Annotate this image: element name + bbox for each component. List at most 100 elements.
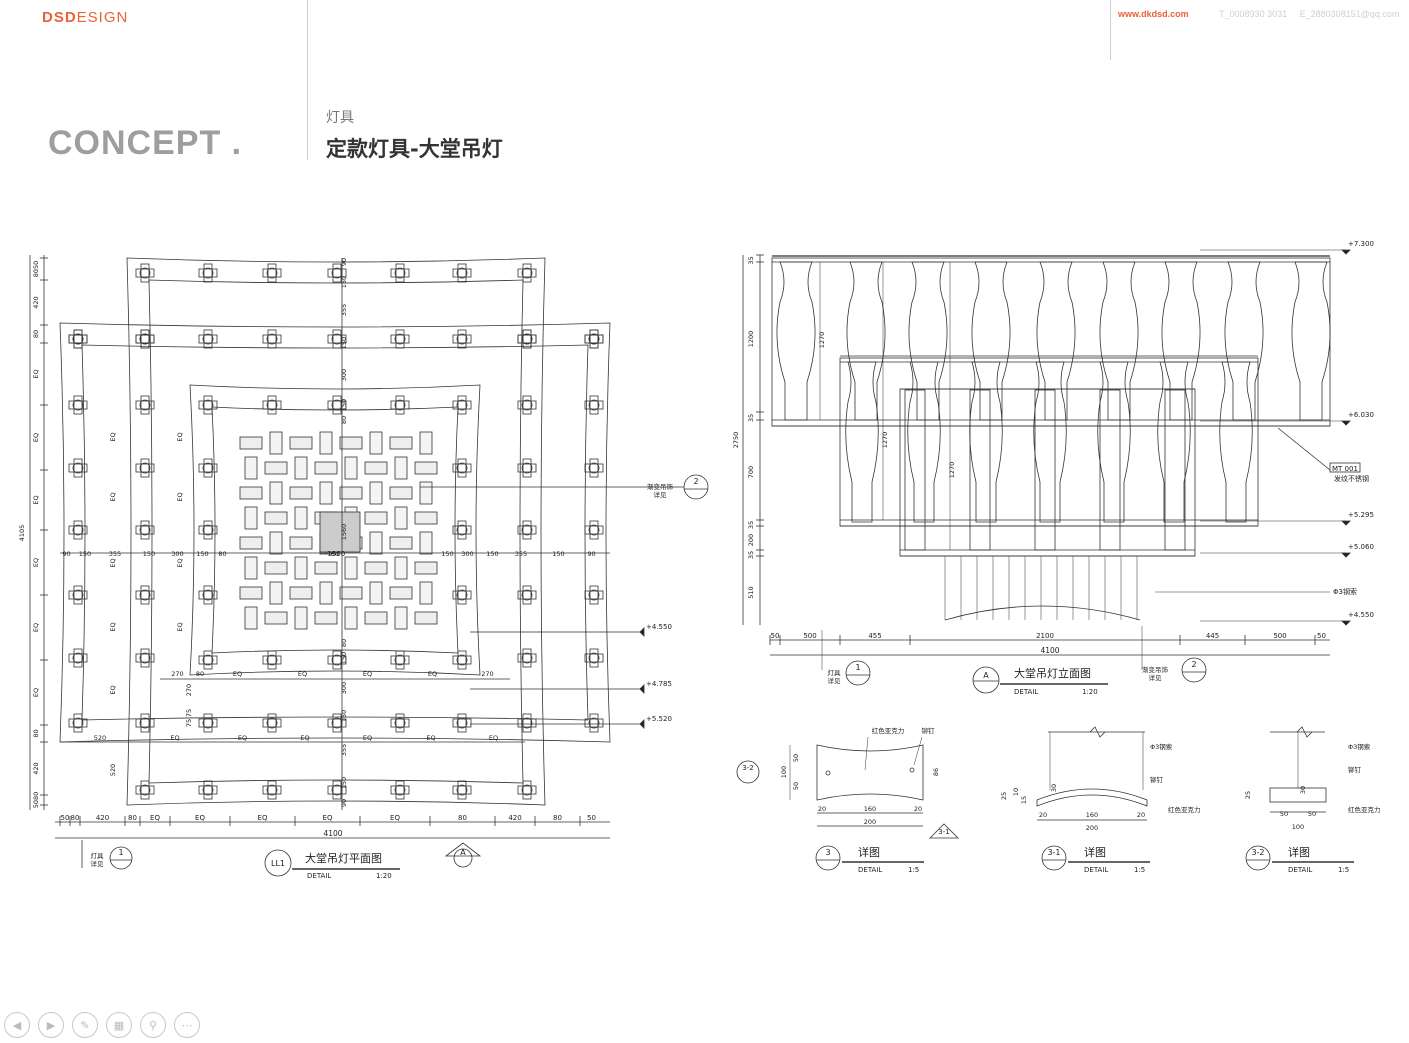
level-marker (639, 719, 645, 729)
lamp-node (452, 650, 472, 670)
plan-vert-dim: 1560 (340, 524, 348, 541)
lamp-arm (135, 525, 155, 535)
plan-side-dim: EQ (109, 492, 117, 501)
lattice-tile (289, 586, 313, 600)
lamp-node (198, 520, 218, 540)
more-icon[interactable]: ⋯ (174, 1012, 200, 1038)
detail3-dim: 200 (864, 818, 876, 826)
detail31-dim: 25 (1000, 792, 1008, 800)
detail32-dim: 30 (1299, 786, 1307, 794)
lamp-arm (522, 648, 532, 668)
lattice-tile (394, 456, 408, 480)
detail31-dim: 20 (1137, 811, 1145, 819)
callout-circle (1181, 657, 1207, 683)
lamp-arm (452, 400, 472, 410)
elev-bottom-dim: 50 (771, 632, 780, 640)
elev-note-a: 详见 (828, 676, 842, 685)
lamp-arm (327, 268, 347, 278)
plan-inner-dim: 270 (171, 670, 183, 678)
lamp-arm (203, 395, 213, 415)
plan-side-dim: EQ (176, 432, 184, 441)
header-divider (307, 0, 308, 160)
elev-tube (1097, 361, 1131, 523)
plan-vert-dim: 300 (340, 682, 348, 694)
lamp-arm (452, 525, 472, 535)
lamp-arm (522, 585, 532, 605)
plan-mid-dim: 355 (515, 550, 527, 558)
lattice-tile (264, 611, 288, 625)
leader-line (913, 736, 923, 766)
lattice-tile (389, 586, 413, 600)
leader-line (1277, 427, 1331, 471)
next-icon[interactable]: ▶ (38, 1012, 64, 1038)
lattice-tile (239, 486, 263, 500)
lattice-tile (339, 586, 363, 600)
elev-bottom-dim: 445 (1206, 632, 1219, 640)
plan-side-dim: EQ (176, 492, 184, 501)
lamp-node (262, 395, 282, 415)
lamp-core (456, 589, 468, 601)
level-marker (639, 684, 645, 694)
lamp-arm (584, 525, 604, 535)
elev-level: +5.295 (1348, 511, 1374, 519)
lamp-core (202, 717, 214, 729)
lamp-arm (140, 395, 150, 415)
lamp-node (452, 395, 472, 415)
lamp-arm (203, 458, 213, 478)
lamp-node (390, 780, 410, 800)
elev-scale: 1:20 (1082, 688, 1098, 696)
plan-mid-dim: 300 (461, 550, 473, 558)
plan-inner-dim: EQ (363, 670, 372, 678)
lattice-tile (339, 486, 363, 500)
elev-note-a: 灯具 (828, 668, 842, 677)
elev-note-b-num: 2 (1191, 660, 1196, 669)
lamp-node (584, 329, 604, 349)
lamp-arm (589, 329, 599, 349)
lamp-node (135, 329, 155, 349)
detail-title: 详图 (1084, 845, 1106, 859)
lamp-node (135, 648, 155, 668)
elev-inner-dim: 1270 (948, 462, 956, 479)
elev-left-dim: 510 (747, 586, 755, 598)
detail3-dim: 20 (914, 805, 922, 813)
detail32-dim: 25 (1244, 791, 1252, 799)
lamp-node (262, 650, 282, 670)
lamp-arm (203, 329, 213, 349)
plan-note-a-num: 1 (118, 848, 123, 857)
elev-tube (1036, 261, 1076, 421)
callout-circle (109, 846, 133, 870)
website-link[interactable]: www.dkdsd.com (1118, 9, 1189, 19)
lamp-core (266, 399, 278, 411)
lamp-node (68, 520, 88, 540)
lattice-tile (389, 486, 413, 500)
lamp-node (517, 329, 537, 349)
pen-icon[interactable]: ✎ (72, 1012, 98, 1038)
elev-tube (845, 361, 879, 523)
prev-icon[interactable]: ◀ (4, 1012, 30, 1038)
plan-inner-dim: EQ (298, 670, 307, 678)
plan-inner-dim: 80 (196, 670, 204, 678)
lamp-node (584, 520, 604, 540)
lattice-tile (239, 436, 263, 450)
detail-title-circle (1245, 845, 1271, 871)
lamp-node (135, 395, 155, 415)
lamp-core (202, 399, 214, 411)
lamp-core (394, 784, 406, 796)
lamp-core (394, 267, 406, 279)
lattice-tile (294, 556, 308, 580)
elev-tube (1033, 361, 1067, 523)
lamp-core (139, 524, 151, 536)
lamp-core (521, 399, 533, 411)
zoom-icon[interactable]: ⚲ (140, 1012, 166, 1038)
lamp-arm (395, 395, 405, 415)
plan-inner-dim: EQ (428, 670, 437, 678)
lamp-arm (332, 329, 342, 349)
detail32-dim: 50 (1280, 810, 1288, 818)
lamp-node (327, 780, 347, 800)
lamp-core (588, 333, 600, 345)
lamp-node (517, 458, 537, 478)
grid-icon[interactable]: ▦ (106, 1012, 132, 1038)
elev-callout-id: A (983, 671, 989, 680)
lamp-arm (522, 520, 532, 540)
brand-rest: ESIGN (76, 9, 129, 26)
